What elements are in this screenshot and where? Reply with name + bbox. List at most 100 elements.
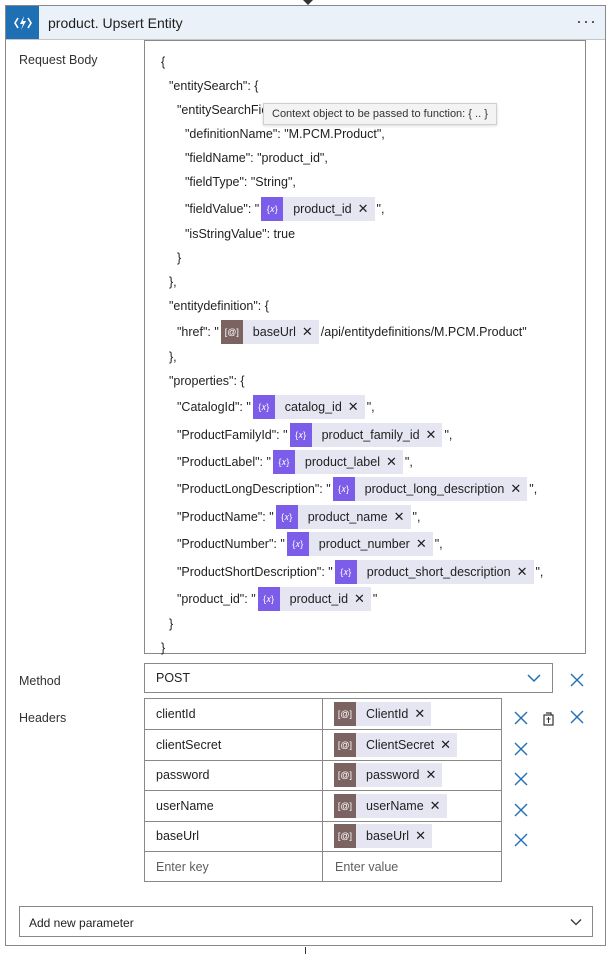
close-icon[interactable] bbox=[514, 803, 528, 817]
code-line: }, bbox=[169, 350, 177, 364]
remove-token-icon[interactable]: ✕ bbox=[516, 564, 528, 579]
code-line: "properties": { bbox=[169, 374, 245, 388]
action-card: product. Upsert Entity ··· bbox=[5, 5, 606, 946]
expression-icon: {𝑥} bbox=[286, 532, 309, 556]
parameter-icon: [@] bbox=[334, 763, 356, 787]
request-body-editor[interactable] bbox=[144, 40, 586, 654]
parameter-token[interactable]: [@] ClientId ✕ bbox=[334, 702, 432, 726]
code-line: { bbox=[161, 55, 166, 69]
header-key-cell[interactable]: baseUrl bbox=[145, 821, 323, 851]
method-select[interactable]: POST bbox=[144, 663, 553, 693]
expression-icon: {𝑥} bbox=[257, 587, 280, 611]
more-options-button[interactable]: ··· bbox=[576, 11, 597, 31]
parameter-icon: [@] bbox=[334, 794, 356, 818]
header-value-input[interactable]: Enter value bbox=[335, 860, 399, 874]
expression-token[interactable]: {𝑥} product_short_description ✕ bbox=[334, 560, 534, 584]
code-line: "entitySearch": { bbox=[169, 79, 259, 93]
expression-token[interactable]: {𝑥} product_family_id ✕ bbox=[289, 423, 443, 447]
remove-token-icon[interactable]: ✕ bbox=[415, 536, 427, 551]
parameter-token[interactable]: [@] userName ✕ bbox=[334, 794, 447, 818]
expression-token[interactable]: {𝑥} product_id ✕ bbox=[261, 197, 375, 221]
parameter-icon: [@] bbox=[334, 824, 356, 848]
table-row: baseUrl [@] baseUrl ✕ bbox=[145, 821, 501, 852]
code-line: "fieldValue": " {𝑥} product_id ✕ ", bbox=[185, 197, 384, 221]
code-line: }, bbox=[169, 275, 177, 289]
remove-token-icon[interactable]: ✕ bbox=[347, 399, 359, 414]
expression-token[interactable]: {𝑥} product_number ✕ bbox=[286, 532, 433, 556]
add-new-parameter-select[interactable]: Add new parameter bbox=[19, 906, 593, 937]
expression-token[interactable]: {𝑥} catalog_id ✕ bbox=[252, 395, 365, 419]
connector-arrow-in bbox=[303, 0, 313, 5]
code-line: } bbox=[169, 617, 174, 631]
parameter-token[interactable]: [@] baseUrl ✕ bbox=[220, 320, 319, 344]
expression-icon: {𝑥} bbox=[252, 395, 275, 419]
header-key-cell[interactable]: userName bbox=[145, 791, 323, 821]
expression-token[interactable]: {𝑥} product_name ✕ bbox=[275, 505, 411, 529]
remove-token-icon[interactable]: ✕ bbox=[301, 324, 313, 339]
remove-token-icon[interactable]: ✕ bbox=[429, 798, 441, 813]
code-line: "product_id": " {𝑥} product_id ✕ " bbox=[177, 587, 377, 611]
header-key-cell[interactable]: clientId bbox=[145, 699, 323, 729]
parameter-token[interactable]: [@] ClientSecret ✕ bbox=[334, 733, 457, 757]
method-value: POST bbox=[156, 671, 191, 685]
remove-token-icon[interactable]: ✕ bbox=[440, 737, 451, 752]
expression-icon: {𝑥} bbox=[272, 450, 295, 474]
close-icon[interactable] bbox=[514, 742, 528, 756]
expression-token[interactable]: {𝑥} product_label ✕ bbox=[272, 450, 403, 474]
code-line: "ProductName": " {𝑥} product_name ✕ ", bbox=[177, 505, 420, 529]
chevron-down-icon bbox=[526, 670, 542, 689]
action-title: product. Upsert Entity bbox=[48, 15, 183, 31]
header-key-cell[interactable]: clientSecret bbox=[145, 730, 323, 760]
action-header[interactable]: product. Upsert Entity ··· bbox=[6, 6, 605, 40]
remove-token-icon[interactable]: ✕ bbox=[357, 201, 369, 216]
expression-icon: {𝑥} bbox=[332, 477, 355, 501]
connector-lightning-icon bbox=[6, 6, 39, 39]
code-line: "ProductNumber": " {𝑥} product_number ✕ … bbox=[177, 532, 443, 556]
code-line: "entitydefinition": { bbox=[169, 299, 269, 313]
parameter-icon: [@] bbox=[334, 733, 356, 757]
table-row: password [@] password ✕ bbox=[145, 760, 501, 791]
add-new-parameter-label: Add new parameter bbox=[29, 916, 134, 930]
header-value-cell[interactable]: [@] userName ✕ bbox=[324, 791, 501, 821]
remove-token-icon[interactable]: ✕ bbox=[414, 706, 426, 721]
headers-table: clientId [@] ClientId ✕ clientSecret [@]… bbox=[144, 698, 502, 882]
connector-line-out bbox=[305, 947, 306, 954]
code-line: "href": " [@] baseUrl ✕ /api/entitydefin… bbox=[177, 320, 527, 344]
code-line: "isStringValue": true bbox=[185, 227, 296, 241]
table-row: userName [@] userName ✕ bbox=[145, 791, 501, 822]
code-line: "entitySearchFiel bbox=[177, 103, 272, 117]
copy-icon[interactable] bbox=[540, 710, 556, 726]
header-value-cell[interactable]: [@] ClientId ✕ bbox=[324, 699, 501, 729]
close-icon[interactable] bbox=[570, 710, 584, 724]
remove-token-icon[interactable]: ✕ bbox=[510, 481, 522, 496]
code-line: "ProductLabel": " {𝑥} product_label ✕ ", bbox=[177, 450, 413, 474]
header-key-input[interactable]: Enter key bbox=[145, 852, 323, 882]
header-key-cell[interactable]: password bbox=[145, 760, 323, 790]
remove-token-icon[interactable]: ✕ bbox=[354, 591, 365, 606]
parameter-token[interactable]: [@] baseUrl ✕ bbox=[334, 824, 432, 848]
expression-token[interactable]: {𝑥} product_long_description ✕ bbox=[332, 477, 528, 501]
remove-token-icon[interactable]: ✕ bbox=[425, 427, 437, 442]
code-line: } bbox=[161, 641, 166, 655]
remove-token-icon[interactable]: ✕ bbox=[425, 767, 437, 782]
close-icon[interactable] bbox=[570, 673, 584, 687]
close-icon[interactable] bbox=[514, 833, 528, 847]
expression-icon: {𝑥} bbox=[334, 560, 357, 584]
remove-token-icon[interactable]: ✕ bbox=[415, 828, 426, 843]
header-value-cell[interactable]: [@] ClientSecret ✕ bbox=[324, 730, 501, 760]
header-value-cell[interactable]: [@] baseUrl ✕ bbox=[324, 821, 501, 851]
expression-icon: {𝑥} bbox=[275, 505, 298, 529]
code-line: "ProductShortDescription": " {𝑥} product… bbox=[177, 560, 543, 584]
header-value-cell[interactable]: [@] password ✕ bbox=[324, 760, 501, 790]
remove-token-icon[interactable]: ✕ bbox=[385, 454, 397, 469]
chevron-down-icon bbox=[569, 915, 583, 932]
remove-token-icon[interactable]: ✕ bbox=[393, 509, 405, 524]
expression-icon: {𝑥} bbox=[289, 423, 312, 447]
close-icon[interactable] bbox=[514, 772, 528, 786]
code-line: "ProductLongDescription": " {𝑥} product_… bbox=[177, 477, 537, 501]
close-icon[interactable] bbox=[514, 711, 528, 725]
code-line: "fieldType": "String", bbox=[185, 175, 296, 189]
expression-token[interactable]: {𝑥} product_id ✕ bbox=[257, 587, 371, 611]
parameter-token[interactable]: [@] password ✕ bbox=[334, 763, 443, 787]
parameter-icon: [@] bbox=[220, 320, 243, 344]
